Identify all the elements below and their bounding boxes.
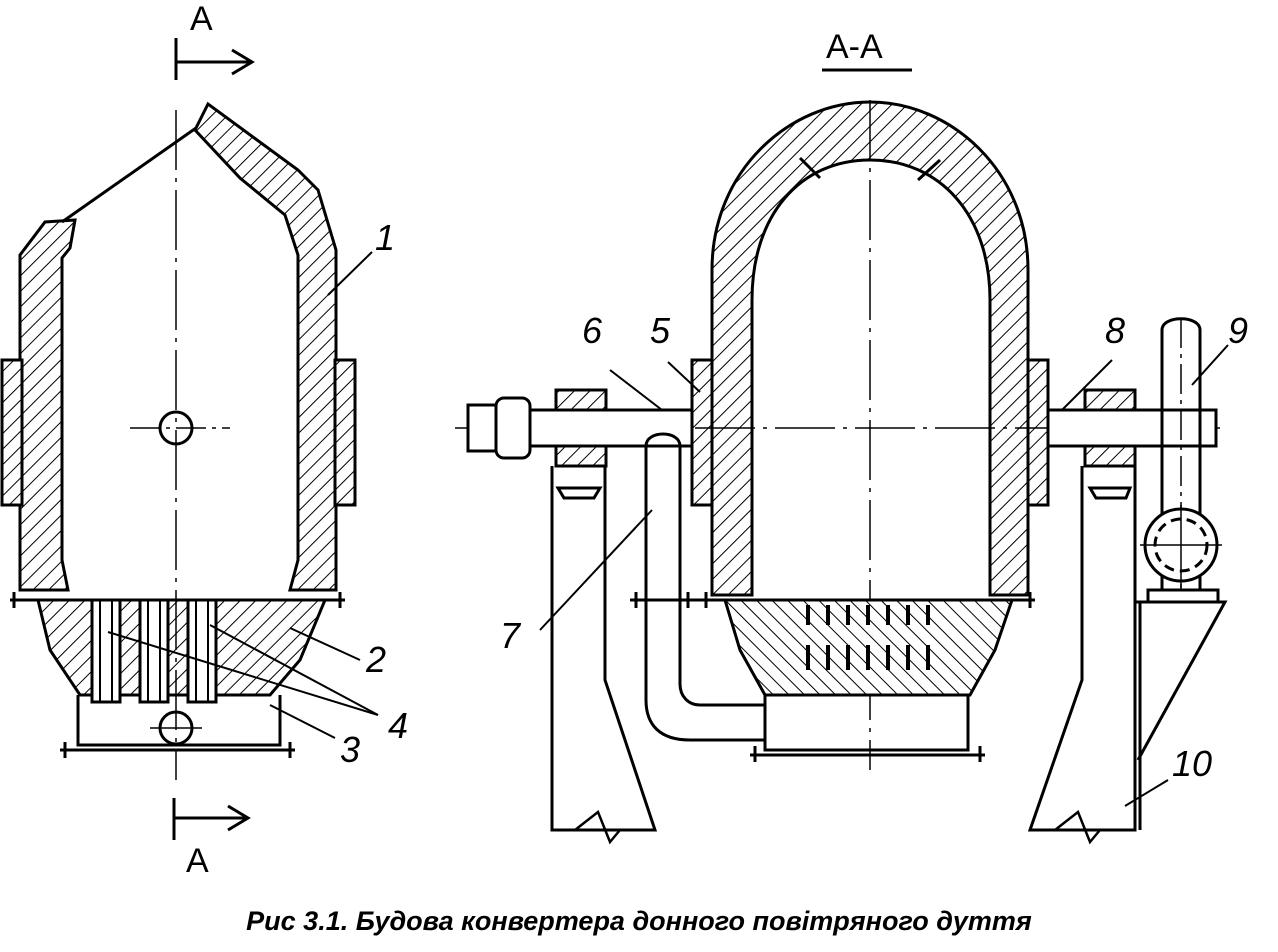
label-6: 6 (582, 310, 603, 351)
left-cone-line (61, 126, 197, 224)
bearing-left-bottom (554, 444, 608, 468)
label-10: 10 (1172, 743, 1212, 784)
label-5: 5 (650, 310, 671, 351)
shell-arch (710, 100, 1030, 597)
label-2: 2 (365, 639, 386, 680)
drive-bracket (1135, 600, 1228, 761)
left-shell-wall-left (18, 218, 77, 592)
trunnion-plate-left (0, 358, 24, 507)
left-view (0, 38, 379, 840)
right-view (455, 68, 1229, 845)
trunnion-plate-right (333, 358, 357, 507)
trunnion-shaft-right (1046, 408, 1218, 448)
section-mark-bottom: A (186, 842, 209, 880)
trunnion-shaft-left (518, 408, 694, 448)
trunnion-ring-left (690, 358, 714, 507)
section-title: A-A (826, 28, 883, 66)
label-8: 8 (1105, 310, 1125, 351)
bearing-left-top (554, 388, 608, 412)
left-bottom-block (36, 598, 328, 697)
trunnion-ring-right (1026, 358, 1050, 507)
figure-caption: Рис 3.1. Будова конвертера донного повіт… (246, 906, 1032, 936)
label-1: 1 (375, 217, 395, 258)
label-7: 7 (500, 615, 522, 656)
left-shell-wall-right (193, 101, 338, 592)
bearing-right-top (1083, 388, 1137, 412)
section-arrow-top (174, 38, 255, 80)
shaft-nut (466, 403, 498, 453)
label-3: 3 (340, 729, 360, 770)
section-arrow-bottom (172, 798, 251, 840)
label-9: 9 (1228, 310, 1248, 351)
support-right (1027, 466, 1137, 832)
section-mark-top: A (190, 0, 213, 38)
support-left (550, 466, 658, 832)
bearing-right-bottom (1083, 444, 1137, 468)
label-4: 4 (388, 705, 408, 746)
